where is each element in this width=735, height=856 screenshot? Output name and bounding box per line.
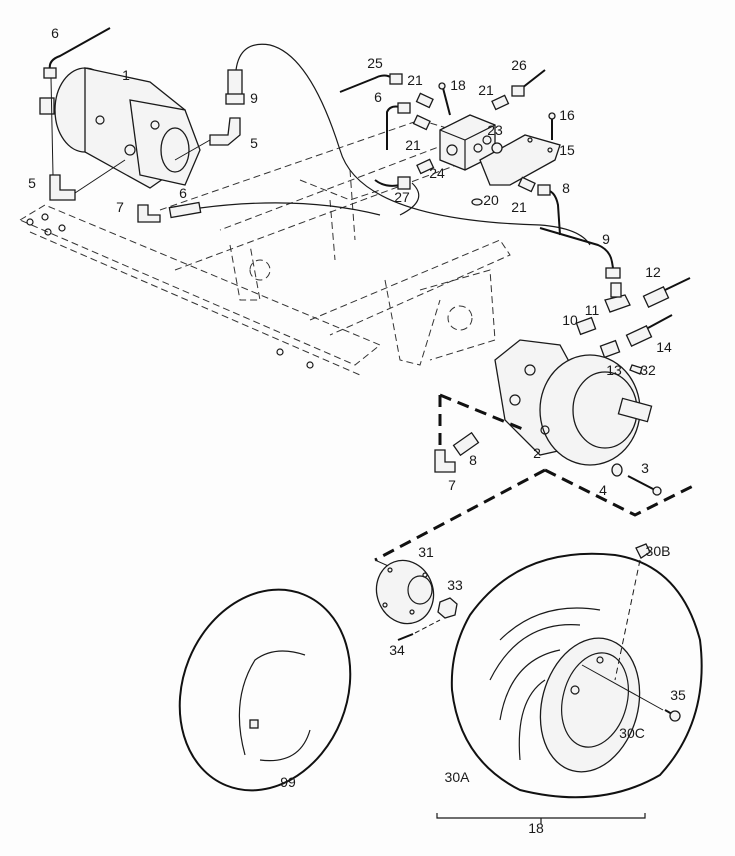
hose-6-manifold bbox=[386, 102, 411, 150]
hose-25 bbox=[339, 73, 403, 93]
bolt-16 bbox=[548, 112, 556, 140]
hose-9-long bbox=[225, 43, 591, 246]
motor-to-hub-outline bbox=[374, 468, 696, 562]
callout-16: 16 bbox=[559, 107, 575, 123]
elbow-fitting-7-upper bbox=[137, 204, 161, 223]
callout-7: 7 bbox=[448, 477, 456, 493]
adapter-fitting-13 bbox=[599, 339, 621, 359]
callout-21: 21 bbox=[407, 72, 423, 88]
washer-4 bbox=[611, 463, 623, 477]
callout-5: 5 bbox=[250, 135, 258, 151]
valve-manifold bbox=[439, 114, 496, 171]
elbow-fitting-7-lower bbox=[434, 449, 456, 473]
adapter-fitting-21b bbox=[412, 114, 431, 131]
callout-13: 13 bbox=[606, 362, 622, 378]
callout-3: 3 bbox=[641, 460, 649, 476]
callout-21: 21 bbox=[511, 199, 527, 215]
bolt-3 bbox=[627, 475, 662, 496]
callout-31: 31 bbox=[418, 544, 434, 560]
callout-30b: 30B bbox=[646, 543, 671, 559]
rim-30C bbox=[539, 637, 641, 773]
assembly-bracket-18 bbox=[436, 813, 646, 824]
callout-21: 21 bbox=[478, 82, 494, 98]
hose-14 bbox=[625, 314, 673, 347]
hose-8-lower bbox=[452, 431, 480, 457]
callout-24: 24 bbox=[429, 165, 445, 181]
frame-holes bbox=[26, 213, 314, 369]
callout-26: 26 bbox=[511, 57, 527, 73]
bolt-18 bbox=[438, 82, 451, 116]
motor-mount-hidden-outline bbox=[438, 393, 526, 450]
hydraulic-pump bbox=[39, 67, 201, 189]
valve-stem-30B bbox=[614, 543, 651, 681]
hose-8-upper bbox=[537, 184, 561, 236]
callout-6: 6 bbox=[179, 185, 187, 201]
callout-9: 9 bbox=[602, 231, 610, 247]
elbow-fitting-5-left bbox=[49, 159, 126, 201]
castle-nut-33 bbox=[437, 597, 458, 619]
hose-12 bbox=[642, 277, 691, 308]
plug-23 bbox=[491, 142, 503, 154]
callout-4: 4 bbox=[599, 482, 607, 498]
vehicle-frame bbox=[18, 119, 511, 376]
adapter-fitting-24 bbox=[416, 158, 435, 175]
callout-25: 25 bbox=[367, 55, 383, 71]
adapter-fitting-21a bbox=[415, 92, 434, 109]
callout-1: 1 bbox=[122, 67, 130, 83]
callout-6: 6 bbox=[51, 25, 59, 41]
callout-2: 2 bbox=[533, 445, 541, 461]
hose-6-lower bbox=[168, 201, 381, 219]
callout-10: 10 bbox=[562, 312, 578, 328]
callout-18: 18 bbox=[528, 820, 544, 836]
callout-8: 8 bbox=[562, 180, 570, 196]
callout-27: 27 bbox=[394, 189, 410, 205]
hose-6-top bbox=[43, 27, 111, 176]
inner-tube-99 bbox=[178, 588, 352, 792]
callout-34: 34 bbox=[389, 642, 405, 658]
adapter-fitting-10 bbox=[575, 316, 597, 336]
callout-33: 33 bbox=[447, 577, 463, 593]
wheel-hub-31 bbox=[375, 559, 435, 625]
key-32 bbox=[629, 364, 643, 375]
callout-7: 7 bbox=[116, 199, 124, 215]
hose-26 bbox=[511, 69, 546, 97]
hose-27 bbox=[374, 176, 420, 216]
hose-9-lower bbox=[539, 227, 621, 279]
callout-15: 15 bbox=[559, 142, 575, 158]
callout-32: 32 bbox=[640, 362, 656, 378]
callout-18: 18 bbox=[450, 77, 466, 93]
callout-11: 11 bbox=[585, 302, 600, 318]
callout-30c: 30C bbox=[619, 725, 645, 741]
callout-5: 5 bbox=[28, 175, 36, 191]
lug-bolt-35 bbox=[581, 664, 681, 722]
hydraulic-motor bbox=[494, 339, 653, 466]
callout-12: 12 bbox=[645, 264, 661, 280]
nut-20 bbox=[471, 198, 483, 206]
adapter-fitting-21d bbox=[517, 176, 536, 193]
callout-9: 9 bbox=[250, 90, 258, 106]
tee-fitting-11 bbox=[604, 282, 631, 313]
callout-21: 21 bbox=[405, 137, 421, 153]
callout-6: 6 bbox=[374, 89, 382, 105]
callout-20: 20 bbox=[483, 192, 499, 208]
callout-8: 8 bbox=[469, 452, 477, 468]
callout-30a: 30A bbox=[445, 769, 471, 785]
callout-99: 99 bbox=[280, 774, 296, 790]
callout-14: 14 bbox=[656, 339, 672, 355]
callout-35: 35 bbox=[670, 687, 686, 703]
cotter-pin-34 bbox=[397, 619, 441, 641]
tire-30A bbox=[450, 552, 703, 799]
bracket-15 bbox=[479, 134, 561, 186]
callout-23: 23 bbox=[487, 122, 503, 138]
elbow-fitting-5-right bbox=[174, 117, 241, 161]
adapter-fitting-21c bbox=[491, 94, 510, 111]
